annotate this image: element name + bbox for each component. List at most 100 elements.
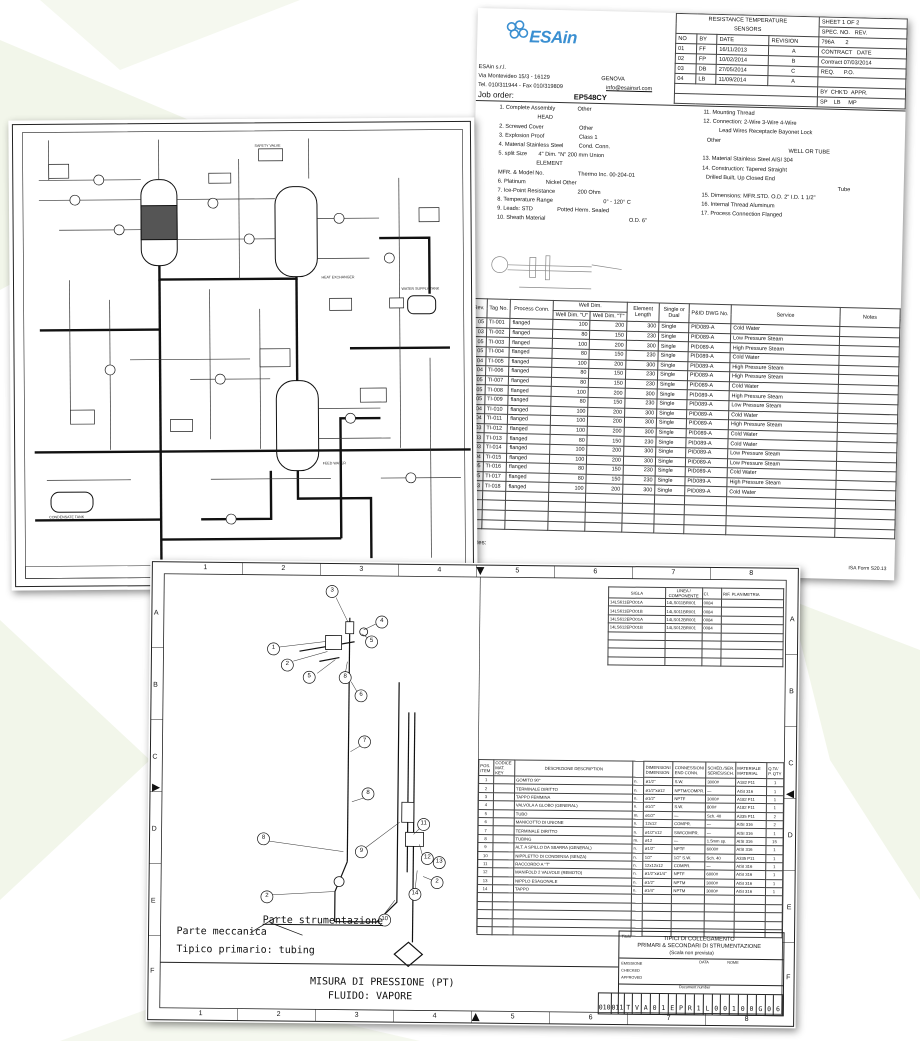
tb-meta-nome: NOME <box>727 960 739 965</box>
row-tag-no: TI-009 <box>484 394 509 405</box>
callout-number: 8 <box>343 673 347 680</box>
tb-meta-checked: CHECKED <box>621 968 640 973</box>
callout-number: 2 <box>435 878 439 885</box>
callout-number: 13 <box>435 858 443 865</box>
document-number-label: Document number <box>678 985 711 990</box>
bom-unit: n. <box>632 819 644 828</box>
company-city: GENOVA <box>601 76 625 83</box>
frame-row-letter: B <box>789 688 794 696</box>
req-label: REQ. <box>820 68 835 76</box>
bom-unit: n. <box>631 877 644 887</box>
col-pid-dwg: P&ID DWG No. <box>688 303 732 324</box>
callout-bubble <box>325 585 339 598</box>
rtd-specification-sheet: ESAin ESAin s.r.l. Via Montevideo 15/3 -… <box>464 8 908 581</box>
col-process-conn: Process Conn. <box>510 299 554 320</box>
frame-column-number: 2 <box>276 1010 281 1018</box>
bom-dimension: ø12 <box>643 836 673 845</box>
document-code-cell: 1 <box>729 994 739 1015</box>
row-tag-no: TI-011 <box>484 413 508 425</box>
callout-number: 5 <box>369 637 374 644</box>
field-leads: 9. Leads: STD <box>497 205 533 213</box>
callout-bubble <box>358 735 371 749</box>
bom-unit: n. <box>631 869 644 878</box>
row-tag-no: TI-014 <box>483 442 508 453</box>
bom-unit: n. <box>631 886 643 895</box>
bom-qty: 2 <box>766 812 784 821</box>
callout-bubble <box>257 832 270 846</box>
bom-code <box>492 834 515 844</box>
company-phone: Tel. 010/311944 - Fax 010/319809 <box>478 82 563 91</box>
bom-sched: 3000# <box>704 878 735 888</box>
pid-tag-condensate: CONDENSATE TANK <box>49 515 85 519</box>
field-connection-other: Other <box>706 137 721 144</box>
chkd-value: LB <box>833 99 841 106</box>
document-code-cell: 0 <box>765 995 775 1016</box>
bom-code <box>493 817 515 827</box>
rev-label: REV. <box>854 29 868 37</box>
callout-number: 6 <box>359 691 363 698</box>
col-single-dual: Single or Dual <box>658 303 690 323</box>
rtd-sketch <box>491 255 622 290</box>
frame-column-number: 7 <box>671 569 676 577</box>
field-material-cond: Cond. Conn. <box>578 143 611 151</box>
bom-conn: S.W. <box>672 802 706 812</box>
cl-cell: 0084 <box>702 598 722 608</box>
bom-pos: 11 <box>477 859 493 869</box>
revision-table: RESISTANCE TEMPERATURE SHEET 1 OF 2 SENS… <box>674 13 908 110</box>
bom-conn: S.W. <box>673 777 706 787</box>
bom-qty: 2 <box>766 820 784 830</box>
frame-column-number: 5 <box>510 1013 515 1021</box>
document-code-cell: V <box>633 993 643 1014</box>
callout-number: 9 <box>359 847 364 854</box>
callout-bubble <box>408 888 422 901</box>
bom-material: AISI 316 <box>734 862 766 871</box>
pid-drawing: CONDENSATE TANK WATER SUPPLY TANK SAFETY… <box>8 117 478 591</box>
bom-dimension: 12x12 <box>643 819 673 828</box>
bom-code <box>492 884 514 894</box>
bom-sched: Sch. 40 <box>705 811 736 821</box>
frame-column-number: 3 <box>354 1011 359 1019</box>
document-code-cell: 0 <box>721 994 731 1015</box>
field-explosion-proof: 3. Explosion Proof <box>498 132 545 140</box>
document-code-cell: 0 <box>747 994 757 1015</box>
bom-sched: 6000# <box>704 870 735 879</box>
document-code-cell: 6 <box>774 995 784 1016</box>
pid-tag-water-supply: WATER SUPPLY TANK <box>402 287 440 291</box>
field-split-size-value: 4" Dim. "N" 200 mm Union <box>538 151 605 160</box>
contract-value: Contract <box>820 58 843 66</box>
bom-conn: NPTM <box>671 878 705 888</box>
section-well-or-tube: WELL OR TUBE <box>788 148 830 156</box>
appr-value: MP <box>848 99 857 106</box>
bom-dimension: ø1/2"x12 <box>643 827 673 837</box>
bom-pos: 5 <box>478 809 494 818</box>
section-element: ELEMENT <box>536 160 563 168</box>
bom-conn: NPTF <box>672 794 706 804</box>
bom-conn: NPTF <box>672 869 705 879</box>
company-email: info@esainsrl.com <box>606 85 653 93</box>
pid-tag-heat-exchanger: HEAT EXCHANGER <box>321 275 354 279</box>
callout-bubble <box>375 615 389 629</box>
bom-dimension: ø1/2"xø12 <box>643 785 674 795</box>
isa-form-label: ISA Form S20.13 <box>848 565 887 573</box>
callout-bubble <box>420 852 434 865</box>
bom-pos: 14 <box>477 884 493 894</box>
arrows-icon <box>250 916 303 936</box>
frame-column-number: 6 <box>593 568 598 576</box>
bom-code <box>493 775 515 785</box>
bom-material: AISI 316 <box>735 820 767 829</box>
vessel-2 <box>274 186 318 278</box>
document-code-cell: P <box>677 994 687 1015</box>
rev-no-cell: 03 <box>674 63 697 74</box>
bom-conn: NPTM/COMPR. <box>672 785 706 795</box>
bom-material: AISI 316 <box>734 887 766 897</box>
date-label: DATE <box>856 49 872 57</box>
col-element-length: Element Length <box>626 302 660 323</box>
bom-col-dimension: DIMENSIONI DIMENSION <box>644 761 674 778</box>
row-tag-no: TI-006 <box>485 365 510 377</box>
appr-label: APPR. <box>850 89 868 97</box>
bom-code <box>493 784 515 793</box>
callout-number: 7 <box>362 737 367 744</box>
bom-unit: m. <box>632 810 644 820</box>
row-tag-no: TI-005 <box>485 356 510 367</box>
